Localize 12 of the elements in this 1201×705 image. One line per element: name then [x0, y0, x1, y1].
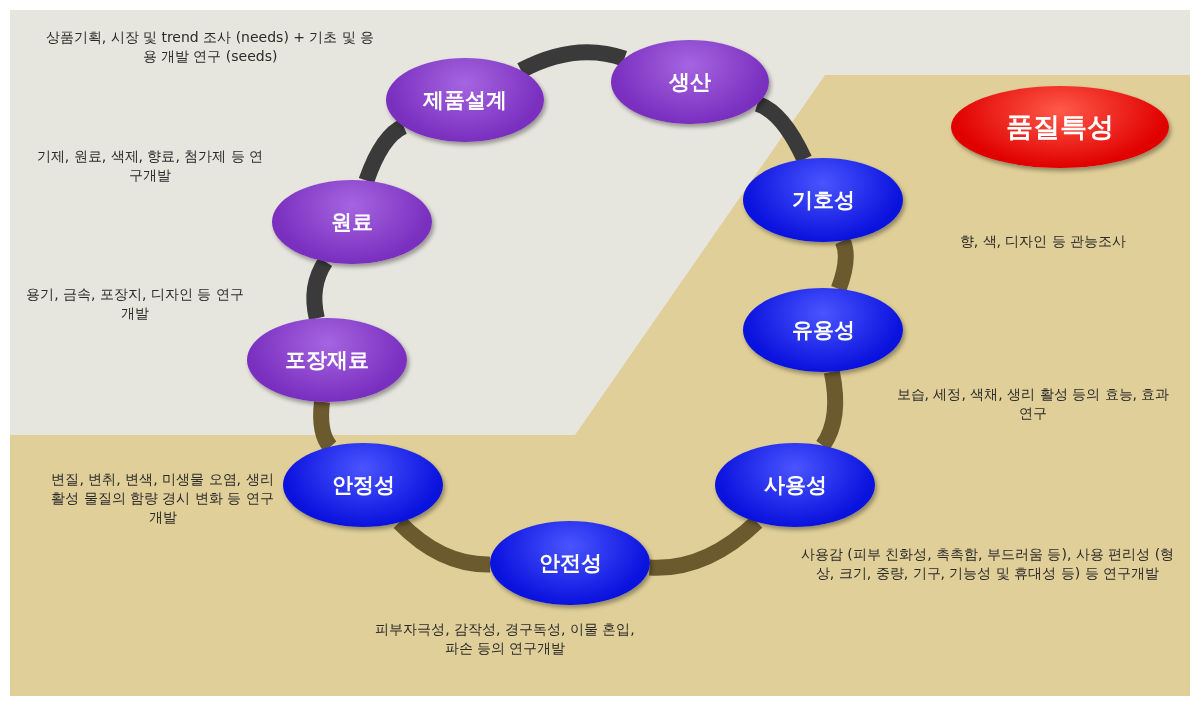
description-text: 사용감 (피부 친화성, 촉촉함, 부드러움 등), 사용 편리성 (형상, 크기, 중량, 기구, 기능성 및 휴대성 등) 등 연구개발: [799, 545, 1176, 583]
ring-segment: [649, 516, 763, 576]
ring-segment: [816, 370, 844, 450]
description-text: 피부자극성, 감작성, 경구독성, 이물 혼입, 파손 등의 연구개발: [374, 620, 636, 658]
description-text: 용기, 금속, 포장지, 디자인 등 연구개발: [25, 285, 245, 323]
ring-segment: [754, 96, 812, 163]
ring-segment: [517, 44, 627, 78]
description-text: 기제, 원료, 색제, 향료, 첨가제 등 연구개발: [35, 147, 265, 185]
description-text: 상품기획, 시장 및 trend 조사 (needs) + 기초 및 응용 개발 연구 (seeds): [45, 28, 375, 66]
description-text: 변질, 변취, 변색, 미생물 오염, 생리 활성 물질의 함량 경시 변화 등 연구개발: [50, 470, 275, 527]
description-text: 향, 색, 디자인 등 관능조사: [958, 232, 1128, 251]
description-text: 보습, 세정, 색채, 생리 활성 등의 효능, 효과 연구: [895, 385, 1171, 423]
